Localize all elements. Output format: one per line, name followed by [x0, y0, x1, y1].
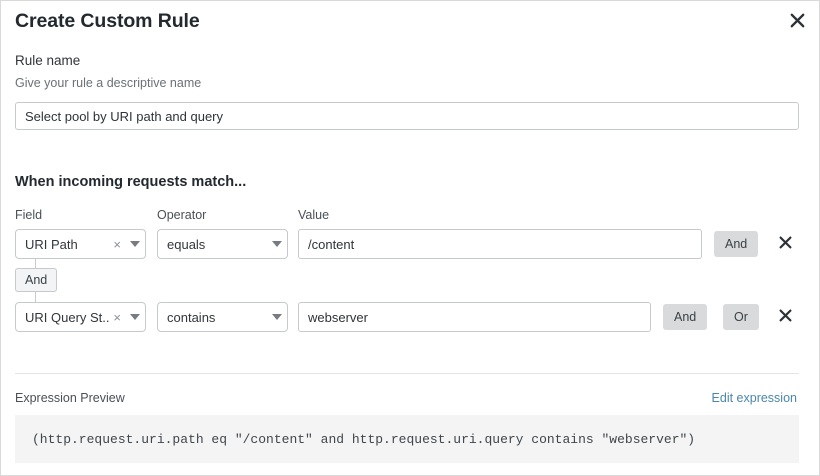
and-button-row-1[interactable]: And [714, 231, 759, 257]
condition-row: URI Path × equals And [1, 229, 819, 259]
page-title: Create Custom Rule [15, 10, 200, 32]
and-button-row-2[interactable]: And [663, 304, 708, 330]
field-select-1-value: URI Path [25, 236, 78, 252]
expression-preview-code: (http.request.uri.path eq "/content" and… [15, 415, 799, 463]
rule-name-input[interactable] [15, 102, 799, 130]
section-divider [15, 373, 799, 374]
value-input-1[interactable] [298, 229, 702, 259]
chevron-down-icon[interactable] [125, 241, 145, 247]
condition-row: URI Query St... × contains And Or [1, 302, 819, 332]
close-button[interactable] [784, 7, 810, 33]
edit-expression-link[interactable]: Edit expression [711, 391, 797, 405]
close-icon [779, 309, 792, 325]
field-select-2-value: URI Query St... [25, 309, 110, 325]
chevron-down-icon[interactable] [125, 314, 145, 320]
operator-select-1[interactable]: equals [157, 229, 288, 259]
chevron-down-icon[interactable] [267, 314, 287, 320]
or-button-row-2[interactable]: Or [723, 304, 759, 330]
value-input-2[interactable] [298, 302, 651, 332]
column-label-operator: Operator [157, 208, 207, 222]
field-select-1[interactable]: URI Path × [15, 229, 146, 259]
clear-icon[interactable]: × [113, 236, 121, 252]
column-label-value: Value [298, 208, 330, 222]
clear-icon[interactable]: × [113, 309, 121, 325]
connector-and-button[interactable]: And [15, 268, 58, 292]
close-icon [779, 236, 792, 252]
operator-select-2[interactable]: contains [157, 302, 288, 332]
column-label-field: Field [15, 208, 43, 222]
delete-condition-button-1[interactable] [774, 233, 796, 255]
field-select-2[interactable]: URI Query St... × [15, 302, 146, 332]
operator-select-2-value: contains [167, 309, 216, 325]
expression-preview-label: Expression Preview [15, 391, 125, 405]
rule-name-help-text: Give your rule a descriptive name [15, 76, 202, 90]
rule-name-label: Rule name [15, 53, 81, 68]
operator-select-1-value: equals [167, 236, 206, 252]
close-icon [790, 13, 805, 28]
delete-condition-button-2[interactable] [774, 306, 796, 328]
match-section-heading: When incoming requests match... [15, 174, 247, 190]
chevron-down-icon[interactable] [267, 241, 287, 247]
